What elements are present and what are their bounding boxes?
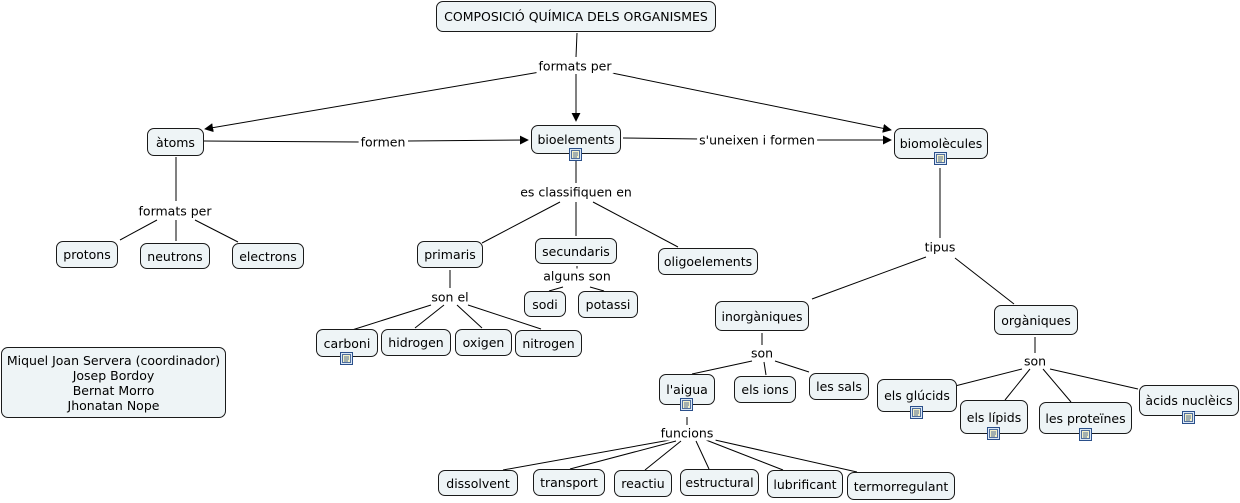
connector-line	[456, 304, 483, 329]
concept-hidrogen[interactable]: hidrogen	[381, 329, 451, 356]
concept-els-ions[interactable]: els ions	[734, 376, 796, 403]
credit-line: Bernat Morro	[72, 382, 155, 398]
connector-line	[714, 439, 858, 473]
concept-sodi[interactable]: sodi	[524, 291, 566, 317]
link-label-tipus: tipus	[922, 239, 958, 255]
link-label-alguns-son: alguns son	[541, 268, 613, 284]
connector-line	[569, 440, 677, 470]
link-label-son-inorganiques: son	[748, 345, 776, 361]
connector-line	[691, 360, 753, 375]
document-icon[interactable]	[910, 406, 923, 419]
link-label-formats-per: formats per	[536, 58, 614, 74]
link-label-son-el: son el	[429, 289, 471, 305]
credits-box: Miquel Joan Servera (coordinador) Josep …	[1, 347, 226, 418]
concept-secundaris[interactable]: secundaris	[535, 238, 617, 264]
connector-arrow	[407, 135, 529, 145]
connector-line	[763, 361, 767, 376]
document-icon[interactable]	[569, 148, 582, 161]
connector-line	[705, 439, 784, 471]
concept-estructural[interactable]: estructural	[680, 469, 759, 496]
link-label-formen: formen	[358, 134, 408, 150]
connector-line	[1042, 368, 1072, 403]
concept-nitrogen[interactable]: nitrogen	[515, 330, 582, 357]
link-label-son-organiques: son	[1021, 353, 1049, 369]
document-icon[interactable]	[934, 152, 947, 165]
connector-arrow	[611, 72, 892, 133]
concept-transport[interactable]: transport	[533, 469, 605, 496]
connector-line	[589, 286, 605, 292]
concept-lubrificant[interactable]: lubrificant	[767, 470, 843, 498]
document-icon[interactable]	[340, 352, 353, 365]
document-icon[interactable]	[680, 398, 693, 411]
connector-line	[575, 32, 578, 58]
concept-organiques[interactable]: orgàniques	[994, 305, 1078, 335]
connector-line	[119, 219, 158, 241]
connector-line	[622, 137, 701, 140]
concept-inorganiques[interactable]: inorgàniques	[715, 301, 809, 331]
connector-line	[1049, 368, 1139, 390]
connector-line	[695, 440, 710, 470]
concept-biomolecules[interactable]: biomolècules	[894, 128, 988, 159]
concept-atoms[interactable]: àtoms	[147, 128, 204, 156]
concept-electrons[interactable]: electrons	[232, 243, 304, 269]
concept-title[interactable]: COMPOSICIÓ QUÍMICA DELS ORGANISMES	[436, 1, 716, 32]
connector-line	[548, 286, 564, 292]
link-label-funcions: funcions	[658, 425, 716, 441]
connector-line	[811, 256, 927, 300]
link-label-formats-per-atoms: formats per	[136, 203, 214, 219]
connector-line	[592, 201, 679, 248]
credit-line: Josep Bordoy	[72, 367, 155, 383]
concept-protons[interactable]: protons	[56, 241, 118, 268]
concept-oxigen[interactable]: oxigen	[455, 329, 512, 356]
connector-line	[774, 360, 810, 373]
concept-oligoelements[interactable]: oligoelements	[658, 248, 758, 275]
connector-line	[644, 440, 682, 471]
link-label-es-classifiquen-en: es classifiquen en	[518, 184, 634, 200]
link-label-suneixen-i-formen: s'uneixen i formen	[697, 132, 817, 148]
connector-line	[194, 219, 239, 243]
connector-line	[954, 257, 1015, 305]
concept-termorregulant[interactable]: termorregulant	[847, 472, 955, 500]
connector-line	[351, 304, 432, 331]
connector-arrow	[204, 71, 541, 133]
connector-line	[954, 368, 1023, 387]
credit-line: Jhonatan Nope	[67, 397, 160, 413]
document-icon[interactable]	[1182, 411, 1195, 424]
document-icon[interactable]	[1079, 428, 1092, 441]
connector-line	[502, 439, 671, 471]
connector-line	[1004, 368, 1031, 401]
concept-neutrons[interactable]: neutrons	[140, 243, 210, 269]
connector-line	[203, 140, 361, 143]
connector-line	[467, 304, 542, 330]
concept-dissolvent[interactable]: dissolvent	[438, 470, 518, 496]
connector-line	[414, 304, 445, 329]
credit-line: Miquel Joan Servera (coordinador)	[6, 352, 221, 368]
concept-potassi[interactable]: potassi	[578, 291, 638, 318]
concept-primaris[interactable]: primaris	[417, 241, 483, 268]
connector-line	[481, 201, 561, 244]
document-icon[interactable]	[987, 427, 1000, 440]
concept-reactiu[interactable]: reactiu	[614, 470, 672, 497]
concept-les-sals[interactable]: les sals	[809, 373, 869, 400]
